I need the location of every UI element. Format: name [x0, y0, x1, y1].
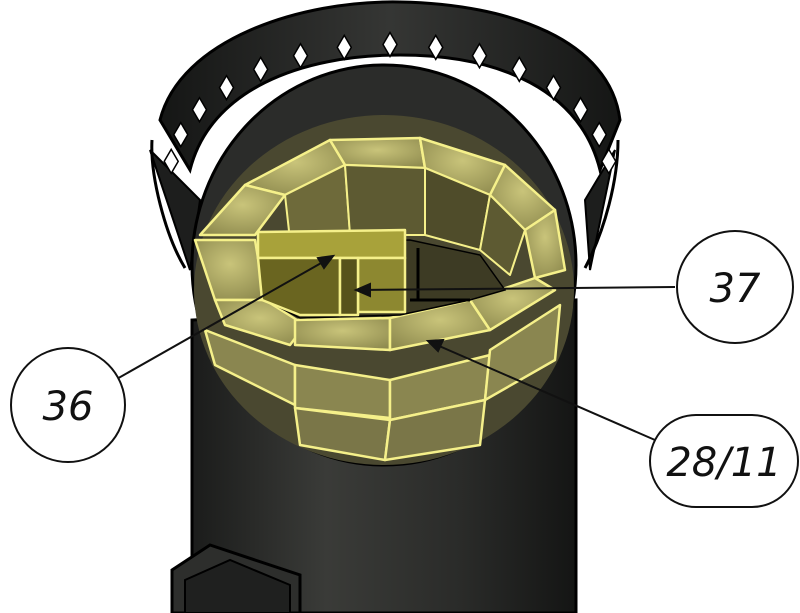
- diamond-cutout: [252, 55, 269, 83]
- diamond-cutout: [545, 74, 562, 102]
- callout-37-label: 37: [710, 266, 761, 312]
- diamond-cutout: [336, 33, 353, 61]
- decorative-ring: [149, 0, 622, 271]
- diamond-cutout: [511, 55, 528, 83]
- diamond-cutout: [591, 121, 608, 149]
- part-37-brick: [338, 256, 407, 317]
- diamond-cutout: [172, 121, 189, 149]
- diamond-cutout: [218, 74, 235, 102]
- diamond-cutout: [382, 31, 398, 58]
- leader-lines: [114, 254, 676, 441]
- diamond-cutout: [163, 147, 180, 175]
- diamond-cutout: [471, 42, 488, 70]
- diamond-cutout: [427, 33, 444, 61]
- callout-28-11: 28/11: [649, 414, 799, 508]
- diamond-cutout: [572, 96, 589, 124]
- diamond-cutout: [600, 147, 617, 175]
- callout-37: 37: [676, 230, 794, 344]
- callout-36-label: 36: [43, 384, 94, 430]
- diamond-cutout: [191, 96, 208, 124]
- part-36-plate: [256, 228, 407, 317]
- door-frame: [170, 543, 302, 613]
- diamond-cutout: [292, 42, 309, 70]
- callout-36: 36: [10, 347, 126, 463]
- callout-28-11-label: 28/11: [666, 440, 781, 486]
